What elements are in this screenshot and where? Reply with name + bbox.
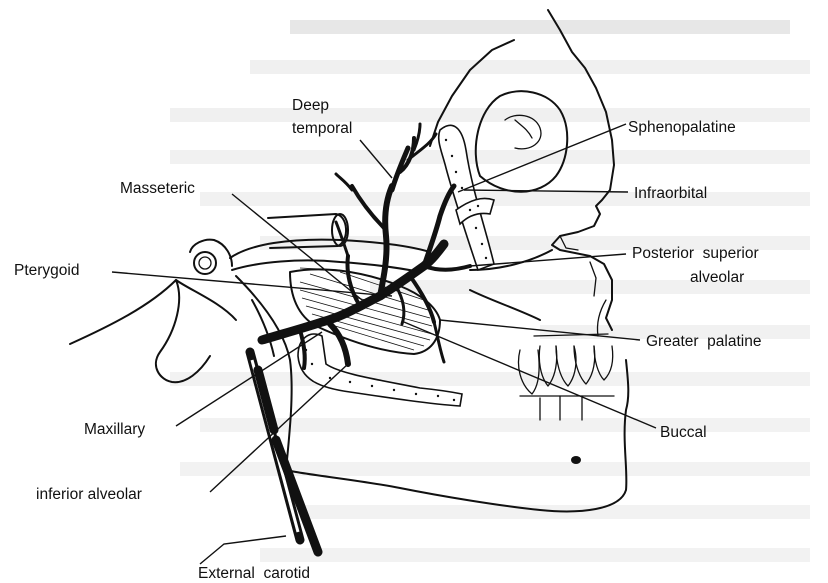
leader-infraorbital xyxy=(464,190,628,192)
teeth xyxy=(519,300,615,420)
ear-canal xyxy=(194,252,216,274)
label-external-carotid: External carotid xyxy=(198,565,310,582)
label-sphenopalatine: Sphenopalatine xyxy=(628,119,736,136)
label-maxillary: Maxillary xyxy=(84,421,145,438)
label-greater-palatine: Greater palatine xyxy=(646,333,761,350)
label-deep-temporal-line1: Deep xyxy=(292,97,329,114)
orbit-outline xyxy=(476,91,568,192)
label-infraorbital: Infraorbital xyxy=(634,185,707,202)
label-deep-temporal-line2: temporal xyxy=(292,120,352,137)
label-posterior-superior-line2: alveolar xyxy=(690,269,744,286)
label-posterior-superior-line1: Posterior superior xyxy=(632,245,759,262)
mastoid-process xyxy=(70,280,210,382)
label-pterygoid: Pterygoid xyxy=(14,262,79,279)
page-bleed-through xyxy=(170,20,810,562)
label-buccal: Buccal xyxy=(660,424,707,441)
label-inferior-alveolar: inferior alveolar xyxy=(36,486,142,503)
label-masseteric: Masseteric xyxy=(120,180,195,197)
mental-foramen xyxy=(571,456,581,464)
